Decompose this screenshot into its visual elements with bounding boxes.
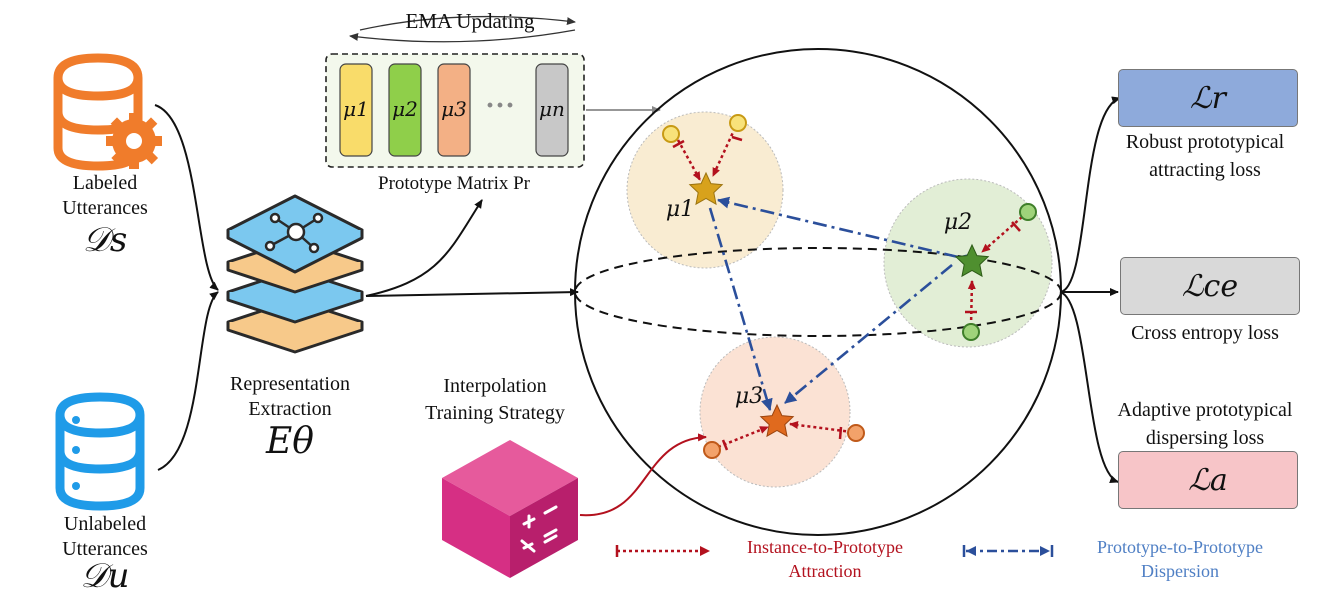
encoder-layers-icon — [226, 194, 364, 354]
attraction-links — [676, 127, 1023, 449]
unlabeled-symbol: 𝒟u — [80, 556, 130, 596]
prototype-cell-mu2 — [388, 63, 422, 157]
legend-attraction-line2: Attraction — [788, 561, 862, 581]
legend-attraction-line — [615, 545, 710, 557]
unlabeled-label-line2: Utterances — [62, 538, 148, 560]
labeled-label-line2: Utterances — [62, 197, 148, 219]
loss-box-ce: ℒce — [1120, 257, 1300, 315]
sphere-to-la-arrow — [1059, 291, 1119, 483]
prototype-matrix-caption: Prototype Matrix Pr — [378, 173, 530, 194]
unlabeled-to-encoder-arrow — [157, 291, 219, 471]
cell-label-mu2: μ2 — [392, 97, 418, 121]
labeled-symbol: 𝒟s — [82, 220, 128, 260]
unlabeled-database-icon — [55, 392, 145, 511]
cell-label-ellipsis: ··· — [484, 89, 515, 122]
star-mu2 — [954, 243, 990, 278]
prototype-stars — [688, 171, 990, 438]
loss-robust-line1: Robust prototypical — [1125, 131, 1285, 153]
cluster-label-mu3: μ3 — [734, 384, 764, 409]
ema-arc-top — [359, 15, 576, 31]
encoder-to-matrix-arrow — [365, 199, 483, 297]
loss-adaptive-line1: Adaptive prototypical — [1117, 399, 1293, 421]
loss-box-adaptive: ℒa — [1118, 451, 1298, 509]
gear-icon — [106, 113, 162, 169]
interpolation-cube-icon — [442, 440, 578, 578]
prototype-cell-mun — [535, 63, 569, 157]
legend-attraction-line1: Instance-to-Prototype — [747, 537, 903, 557]
cube-to-cluster-arrow — [579, 433, 707, 517]
labeled-to-encoder-arrow — [154, 104, 219, 291]
encoder-label-line2: Extraction — [248, 398, 332, 420]
cell-label-mu3: μ3 — [441, 97, 467, 121]
cluster-label-mu2: μ2 — [943, 210, 973, 235]
network-icon — [264, 212, 324, 254]
ema-label: EMA Updating — [405, 9, 535, 33]
loss-box-robust: ℒr — [1118, 69, 1298, 127]
encoder-label-line1: Representation — [230, 373, 350, 395]
interpolation-label-line1: Interpolation — [443, 375, 547, 397]
ema-arc-bottom — [349, 29, 576, 43]
legend-dispersion-line1: Prototype-to-Prototype — [1097, 537, 1263, 557]
loss-ce-line1: Cross entropy loss — [1131, 322, 1279, 344]
unlabeled-label-line1: Unlabeled — [63, 513, 147, 535]
loss-robust-line2: attracting loss — [1149, 159, 1261, 181]
labeled-label-line1: Labeled — [72, 172, 138, 194]
star-mu1 — [688, 171, 724, 206]
star-mu3 — [759, 403, 795, 438]
prototype-cells — [339, 63, 569, 157]
cell-label-mun: μn — [539, 97, 565, 121]
cell-label-mu1: μ1 — [343, 97, 369, 121]
instance-points — [662, 114, 1037, 459]
prototype-cell-mu1 — [339, 63, 373, 157]
encoder-to-sphere-arrow — [365, 288, 579, 297]
database-dots — [72, 416, 80, 490]
interpolation-label-line2: Training Strategy — [425, 402, 565, 424]
loss-adaptive-line2: dispersing loss — [1145, 427, 1265, 449]
cluster-label-mu1: μ1 — [665, 197, 695, 222]
legend-dispersion-line — [962, 545, 1054, 557]
legend-dispersion-line2: Dispersion — [1141, 561, 1219, 581]
encoder-symbol: Eθ — [266, 421, 314, 462]
attraction-bar-ends — [672, 135, 1021, 451]
prototype-cell-mu3 — [437, 63, 471, 157]
sphere-to-lr-arrow — [1059, 96, 1121, 293]
dispersion-links — [708, 196, 971, 411]
